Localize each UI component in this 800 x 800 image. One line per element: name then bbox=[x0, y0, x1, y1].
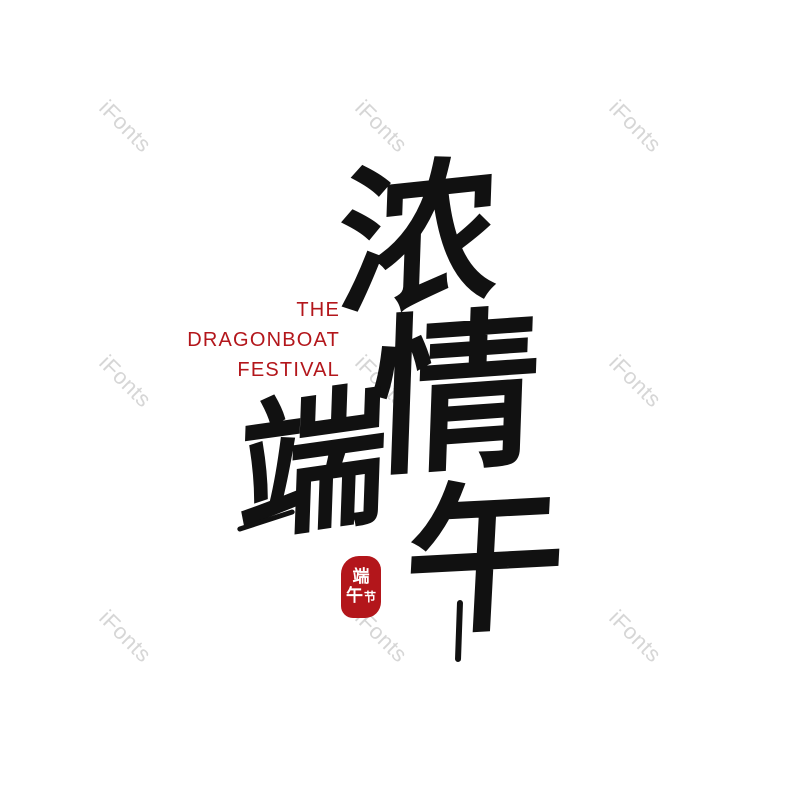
calligraphy-char: 情 bbox=[366, 288, 544, 502]
english-title-line: THE bbox=[296, 299, 340, 321]
watermark-text: iFonts bbox=[94, 350, 157, 413]
seal-char: 午 bbox=[345, 585, 363, 606]
watermark-text: iFonts bbox=[604, 95, 667, 158]
watermark-text: iFonts bbox=[94, 95, 157, 158]
calligraphy-char: 午 bbox=[400, 461, 570, 659]
watermark-text: iFonts bbox=[94, 605, 157, 668]
watermark-text: iFonts bbox=[604, 350, 667, 413]
english-title-line: DRAGONBOAT bbox=[187, 329, 340, 351]
watermark-text: iFonts bbox=[604, 605, 667, 668]
english-title-line: FESTIVAL bbox=[237, 359, 340, 381]
calligraphy-char: 端 bbox=[235, 365, 391, 565]
seal-stamp: 端 午 节 bbox=[341, 556, 381, 618]
english-title: THE DRAGONBOAT FESTIVAL bbox=[160, 295, 340, 385]
seal-char: 端 bbox=[352, 566, 370, 587]
seal-line: 午 节 bbox=[345, 585, 376, 607]
seal-char: 节 bbox=[363, 589, 376, 604]
